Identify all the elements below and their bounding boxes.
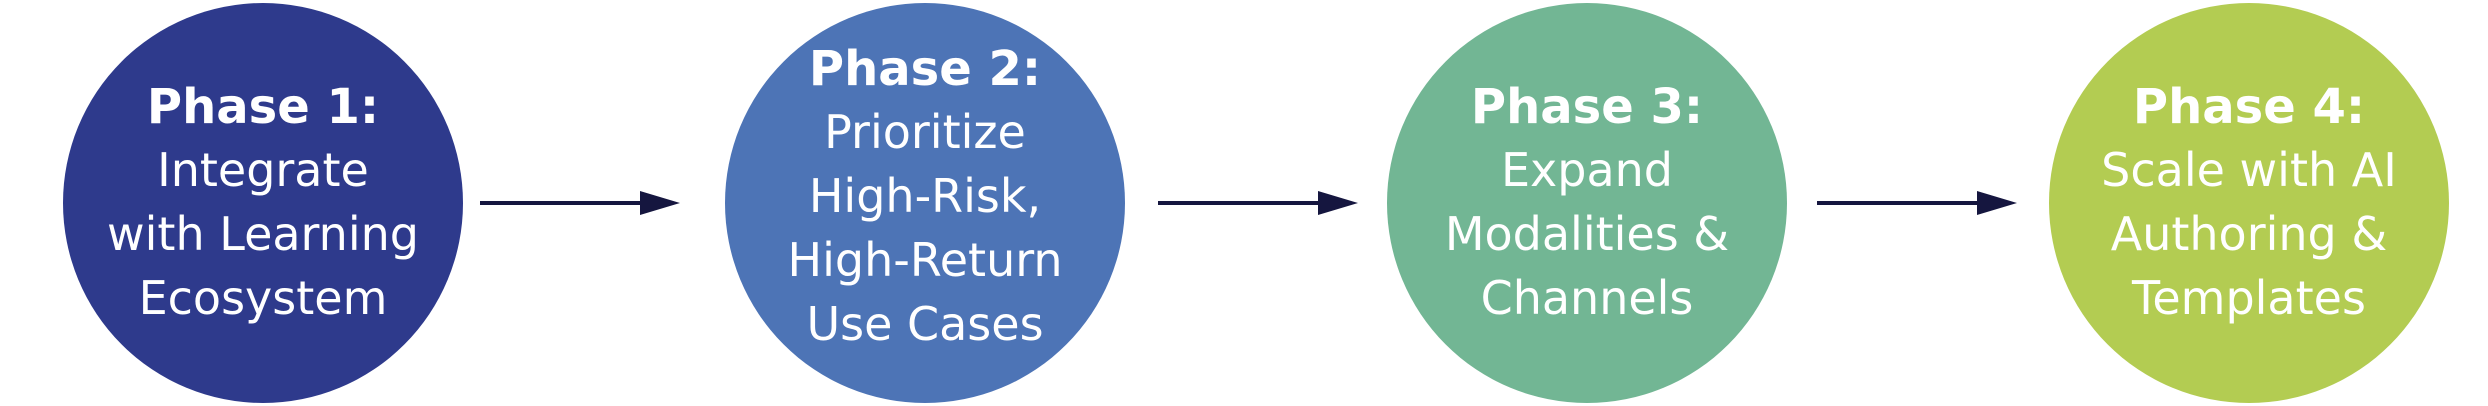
phase-2-line-4: Use Cases [806,297,1044,351]
phase-1-line-2: with Learning [107,207,419,261]
phase-4-content: Phase 4: Scale with AI Authoring & Templ… [2101,76,2397,330]
phase-4-title: Phase 4: [2132,79,2366,135]
phase-2-description: Prioritize High-Risk, High-Return Use Ca… [788,100,1063,356]
arrow-right-icon [1817,191,2017,215]
phase-2-line-2: High-Risk, [808,169,1042,223]
phase-2-circle: Phase 2: Prioritize High-Risk, High-Retu… [725,3,1125,403]
arrow-right-icon [480,191,680,215]
phase-2-line-1: Prioritize [824,105,1026,159]
phase-3-title: Phase 3: [1470,79,1704,135]
arrow-3-head [1977,191,2017,215]
phase-4-circle: Phase 4: Scale with AI Authoring & Templ… [2049,3,2449,403]
phase-3-content: Phase 3: Expand Modalities & Channels [1445,76,1729,330]
phase-3-line-1: Expand [1500,143,1673,197]
arrow-1-head [640,191,680,215]
arrow-right-icon [1158,191,1358,215]
phase-2-line-3: High-Return [787,233,1063,287]
phase-1-line-1: Integrate [157,143,369,197]
phase-2-content: Phase 2: Prioritize High-Risk, High-Retu… [788,38,1063,356]
phase-4-description: Scale with AI Authoring & Templates [2101,138,2397,330]
phase-3-circle: Phase 3: Expand Modalities & Channels [1387,3,1787,403]
phase-4-line-2: Authoring & [2110,207,2388,261]
arrow-2-head [1318,191,1358,215]
phase-1-description: Integrate with Learning Ecosystem [107,138,419,330]
phase-2-title: Phase 2: [808,41,1042,97]
phase-3-line-3: Channels [1480,271,1694,325]
phase-1-content: Phase 1: Integrate with Learning Ecosyst… [107,76,419,330]
phase-1-circle: Phase 1: Integrate with Learning Ecosyst… [63,3,463,403]
phase-4-line-3: Templates [2132,271,2366,325]
phase-3-line-2: Modalities & [1444,207,1730,261]
phase-4-line-1: Scale with AI [2101,143,2397,197]
phase-1-title: Phase 1: [146,79,380,135]
phase-3-description: Expand Modalities & Channels [1445,138,1729,330]
phase-1-line-3: Ecosystem [138,271,388,325]
